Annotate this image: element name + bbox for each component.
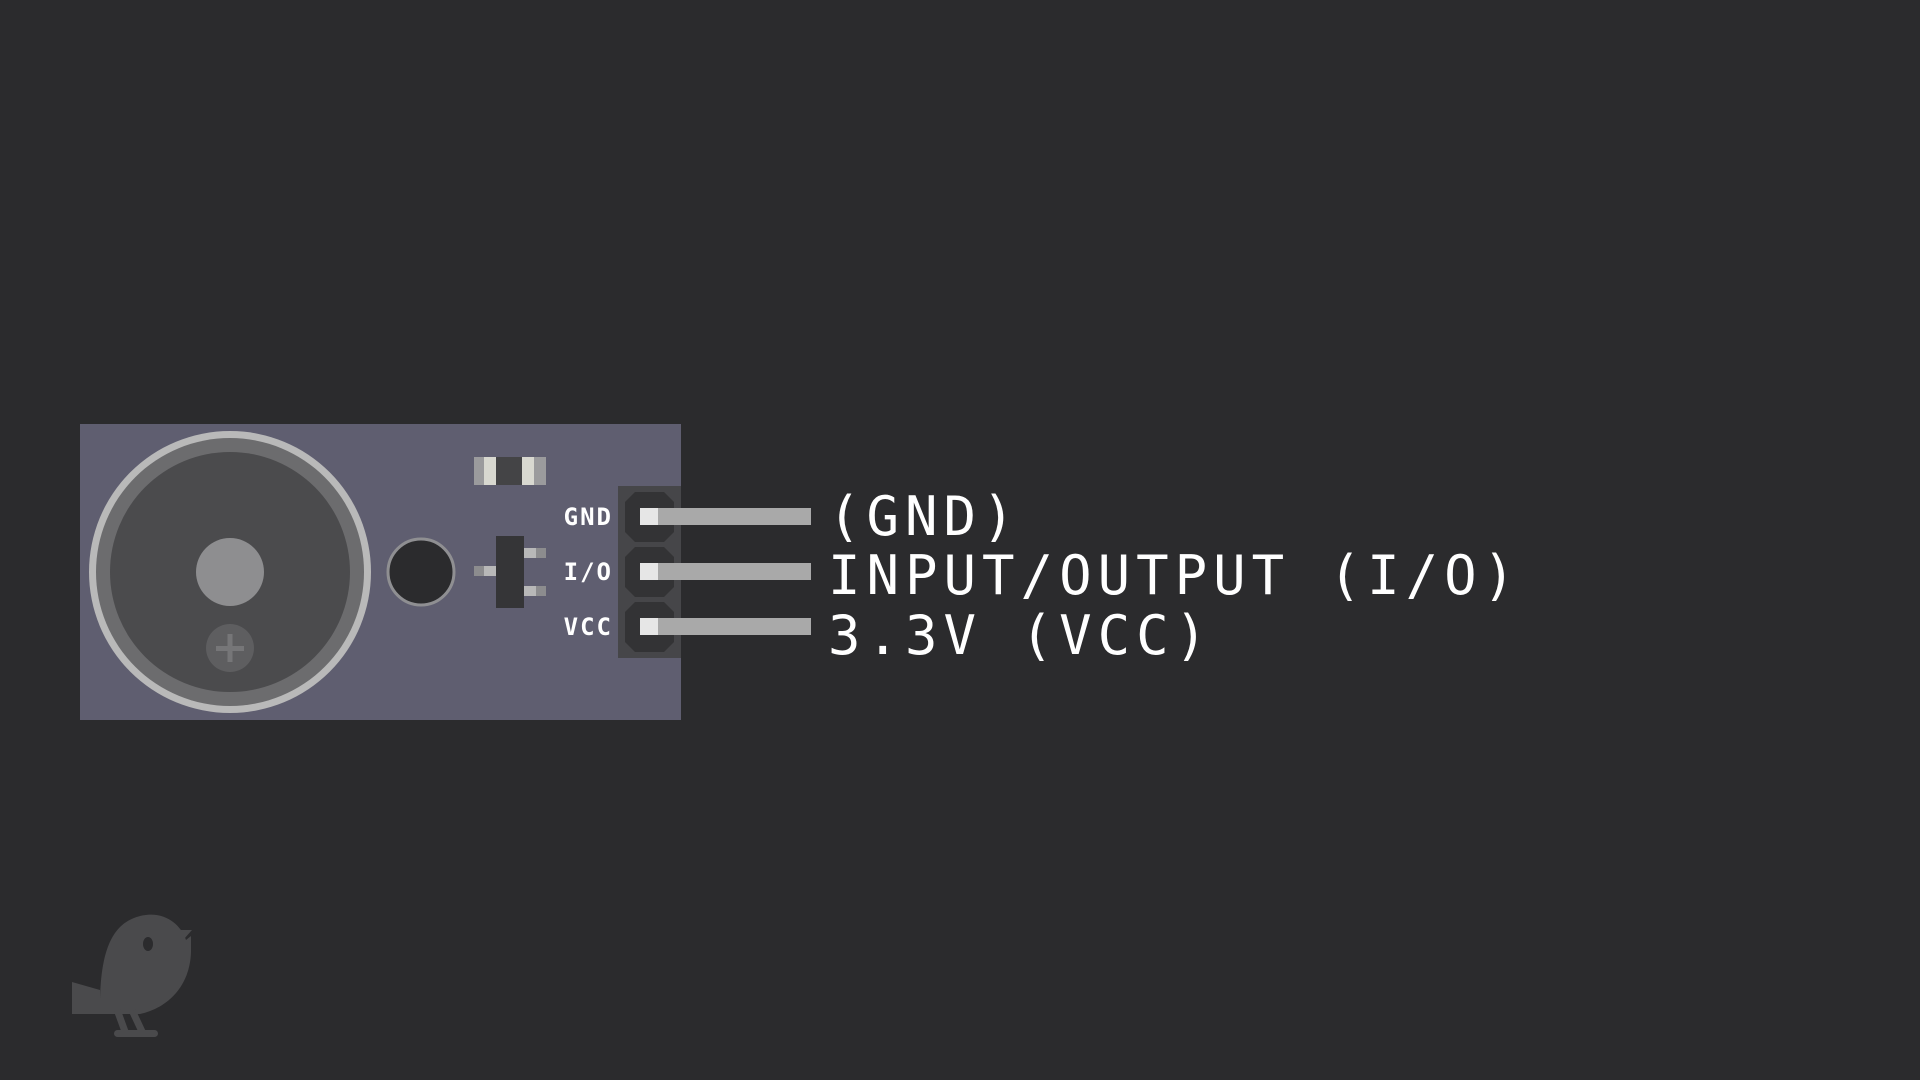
board-label-io: I/O [564, 558, 613, 586]
pin-wire-io [640, 563, 811, 580]
pin-description-gnd: (GND) [828, 485, 1021, 548]
bird-logo-icon [72, 914, 192, 1037]
board-label-gnd: GND [564, 503, 613, 531]
pin-description-vcc: 3.3V (VCC) [828, 604, 1213, 667]
pin-wire-vcc [640, 618, 811, 635]
board-label-vcc: VCC [564, 613, 613, 641]
buzzer-center [196, 538, 264, 606]
pin-wire-gnd [640, 508, 811, 525]
buzzer-module-board: GND I/O VCC [80, 424, 681, 720]
transistor [474, 536, 546, 608]
mounting-hole [386, 537, 456, 607]
buzzer [89, 431, 371, 713]
resistor [474, 457, 546, 485]
pin-description-io: INPUT/OUTPUT (I/O) [828, 544, 1521, 607]
plus-icon [216, 634, 244, 662]
